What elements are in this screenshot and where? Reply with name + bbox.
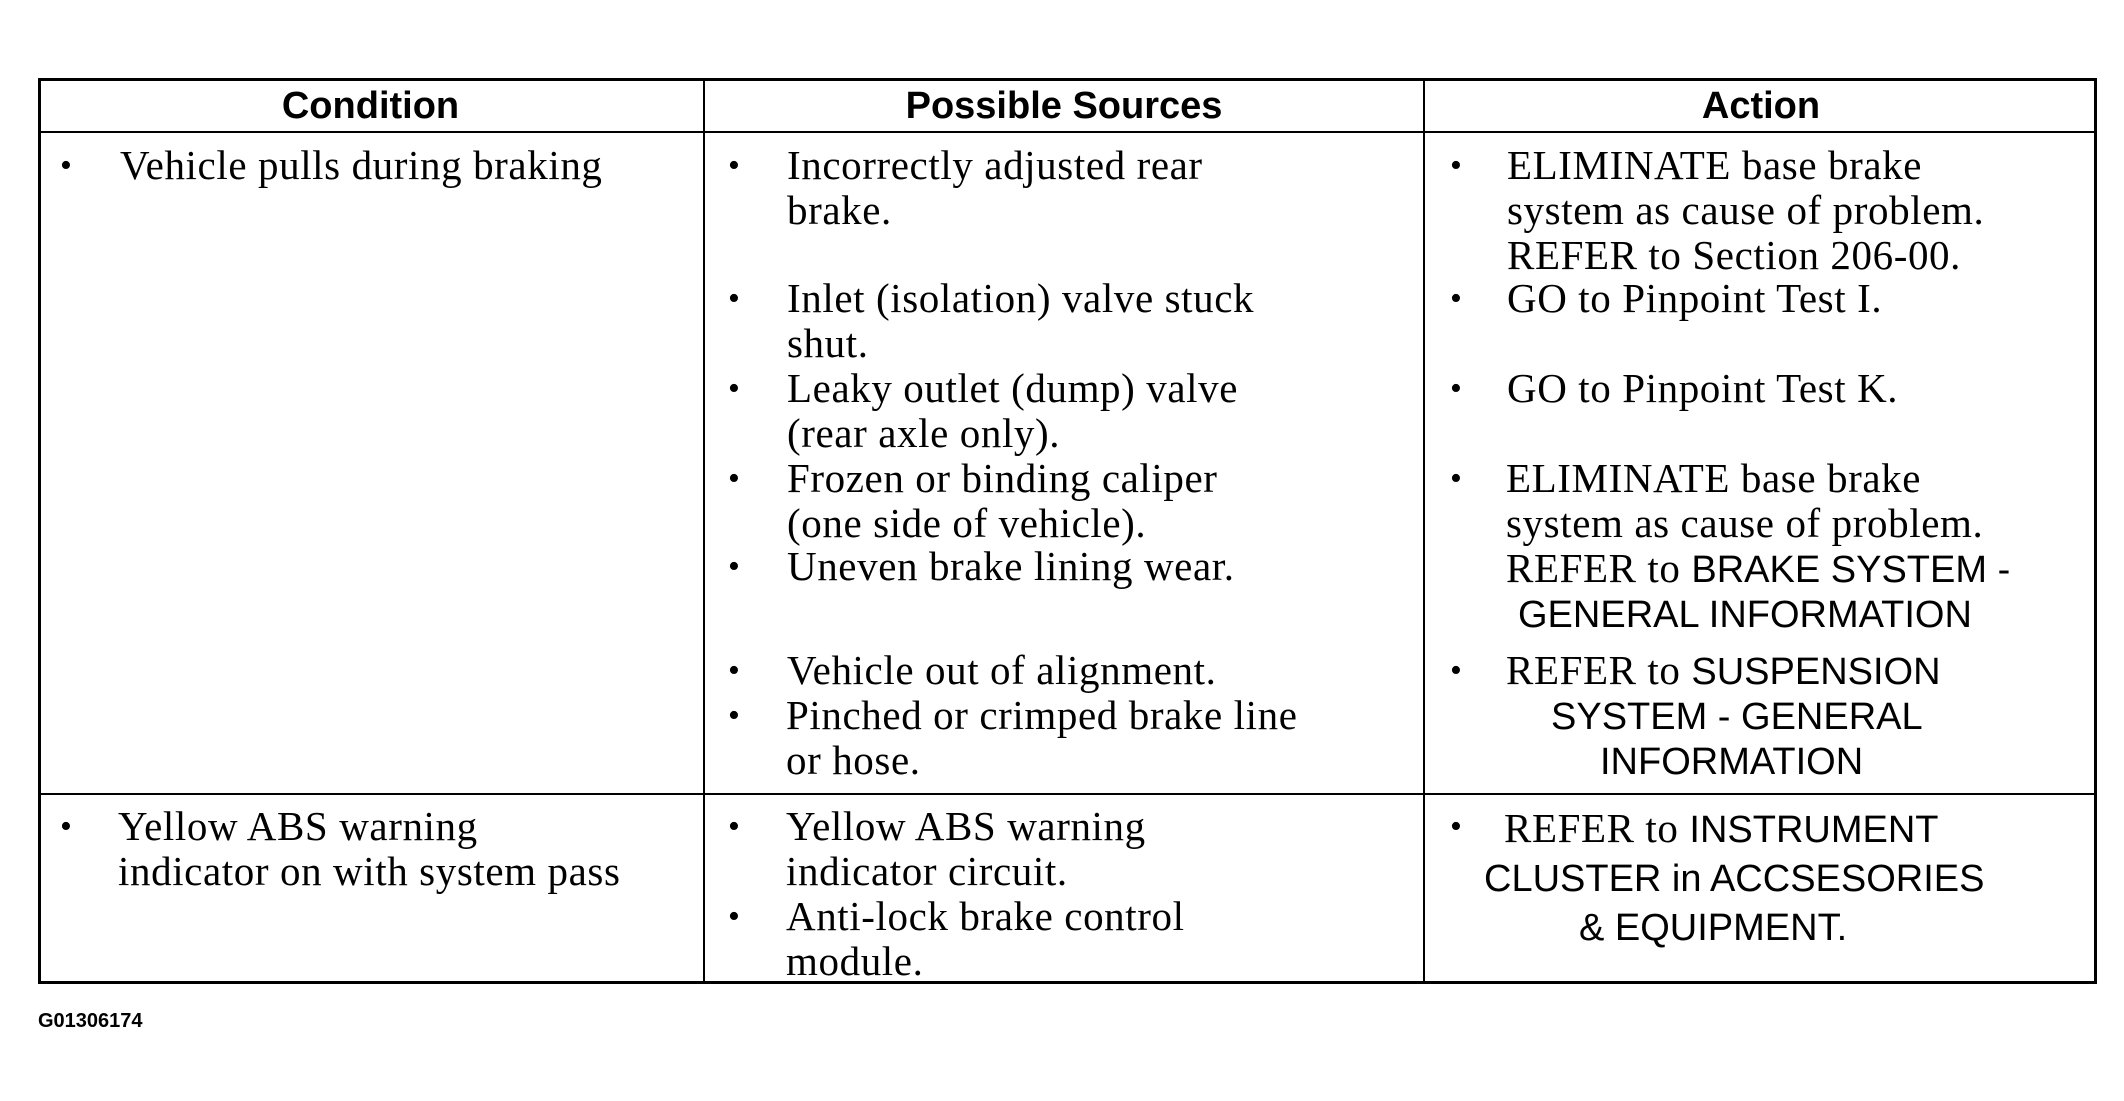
source-item: Pinched or crimped brake line or hose. bbox=[786, 693, 1298, 783]
bullet: • bbox=[728, 808, 740, 845]
bullet: • bbox=[60, 147, 72, 184]
bullet: • bbox=[1450, 280, 1462, 317]
text-line: Anti-lock brake control bbox=[786, 893, 1185, 939]
source-item: Inlet (isolation) valve stuck shut. bbox=[787, 276, 1254, 366]
action-item: ELIMINATE base brake system as cause of … bbox=[1506, 456, 2010, 638]
header-possible-sources: Possible Sources bbox=[905, 85, 1223, 127]
action-item: ELIMINATE base brake system as cause of … bbox=[1507, 143, 1984, 278]
text-line: REFER to BRAKE SYSTEM - bbox=[1506, 546, 2010, 593]
text-line: Yellow ABS warning bbox=[118, 803, 478, 849]
text-line: system as cause of problem. bbox=[1507, 187, 1985, 233]
text-line: REFER to SUSPENSION bbox=[1506, 648, 1941, 695]
text-line: indicator on with system pass bbox=[118, 848, 621, 894]
text-line: Frozen or binding caliper bbox=[787, 455, 1218, 501]
header-divider bbox=[38, 131, 2097, 133]
source-item: Incorrectly adjusted rear brake. bbox=[787, 143, 1203, 233]
bullet: • bbox=[728, 898, 740, 935]
bullet: • bbox=[1450, 370, 1462, 407]
header-action: Action bbox=[1701, 85, 1821, 127]
reference-target: BRAKE SYSTEM - bbox=[1691, 549, 2011, 591]
action-item: REFER to INSTRUMENT CLUSTER in ACCSESORI… bbox=[1484, 804, 1984, 953]
text-line: Vehicle pulls during braking bbox=[120, 142, 603, 188]
reference-target: INFORMATION bbox=[1600, 741, 1864, 783]
row-divider bbox=[38, 793, 2097, 795]
text-line: Inlet (isolation) valve stuck bbox=[787, 275, 1255, 321]
text-line: module. bbox=[786, 938, 924, 984]
refer-lead: REFER to bbox=[1506, 647, 1681, 693]
text-line: Pinched or crimped brake line bbox=[786, 692, 1298, 738]
text-line: REFER to INSTRUMENT bbox=[1504, 804, 1984, 855]
bullet: • bbox=[1450, 460, 1462, 497]
text-line: (one side of vehicle). bbox=[787, 500, 1147, 546]
text-line: Yellow ABS warning bbox=[786, 803, 1146, 849]
text-line: ELIMINATE base brake bbox=[1507, 142, 1923, 188]
condition-item: Vehicle pulls during braking bbox=[120, 143, 603, 188]
action-item: GO to Pinpoint Test I. bbox=[1507, 276, 1882, 321]
reference-target: GENERAL INFORMATION bbox=[1518, 594, 1972, 636]
text-line: system as cause of problem. bbox=[1506, 500, 1984, 546]
text-line: shut. bbox=[787, 320, 869, 366]
reference-target: & EQUIPMENT. bbox=[1579, 907, 1848, 949]
bullet: • bbox=[60, 808, 72, 845]
column-divider bbox=[703, 78, 705, 984]
text-line: Vehicle out of alignment. bbox=[787, 647, 1217, 693]
column-divider bbox=[1423, 78, 1425, 984]
action-item: GO to Pinpoint Test K. bbox=[1507, 366, 1898, 411]
reference-target: SYSTEM - GENERAL bbox=[1551, 696, 1923, 738]
bullet: • bbox=[728, 147, 740, 184]
refer-lead: REFER to bbox=[1504, 805, 1679, 851]
text-line: REFER to Section 206-00. bbox=[1507, 232, 1962, 278]
bullet: • bbox=[1450, 147, 1462, 184]
bullet: • bbox=[728, 697, 740, 734]
bullet: • bbox=[728, 548, 740, 585]
condition-item: Yellow ABS warning indicator on with sys… bbox=[118, 804, 621, 894]
text-line: GO to Pinpoint Test I. bbox=[1507, 275, 1883, 321]
refer-lead: REFER to bbox=[1506, 545, 1681, 591]
text-line: ELIMINATE base brake bbox=[1506, 455, 1922, 501]
text-line: brake. bbox=[787, 187, 892, 233]
source-item: Yellow ABS warning indicator circuit. bbox=[786, 804, 1146, 894]
reference-target: SUSPENSION bbox=[1691, 651, 1941, 693]
text-line: Incorrectly adjusted rear bbox=[787, 142, 1203, 188]
source-item: Leaky outlet (dump) valve (rear axle onl… bbox=[787, 366, 1238, 456]
source-item: Frozen or binding caliper (one side of v… bbox=[787, 456, 1218, 546]
troubleshooting-table bbox=[38, 78, 2097, 984]
text-line: Uneven brake lining wear. bbox=[787, 543, 1235, 589]
text-line: indicator circuit. bbox=[786, 848, 1068, 894]
reference-target: CLUSTER in ACCSESORIES bbox=[1484, 858, 1985, 900]
reference-target: INSTRUMENT bbox=[1689, 809, 1939, 851]
bullet: • bbox=[728, 370, 740, 407]
text-line: Leaky outlet (dump) valve bbox=[787, 365, 1239, 411]
source-item: Vehicle out of alignment. bbox=[787, 648, 1216, 693]
text-line: GO to Pinpoint Test K. bbox=[1507, 365, 1899, 411]
header-condition: Condition bbox=[281, 85, 460, 127]
bullet: • bbox=[728, 280, 740, 317]
bullet: • bbox=[728, 652, 740, 689]
source-item: Anti-lock brake control module. bbox=[786, 894, 1185, 984]
bullet: • bbox=[728, 460, 740, 497]
bullet: • bbox=[1450, 808, 1462, 845]
text-line: (rear axle only). bbox=[787, 410, 1061, 456]
figure-id: G01306174 bbox=[38, 1010, 143, 1032]
bullet: • bbox=[1450, 652, 1462, 689]
text-line: or hose. bbox=[786, 737, 921, 783]
action-item: REFER to SUSPENSION SYSTEM - GENERAL INF… bbox=[1506, 648, 1941, 785]
source-item: Uneven brake lining wear. bbox=[787, 544, 1235, 589]
